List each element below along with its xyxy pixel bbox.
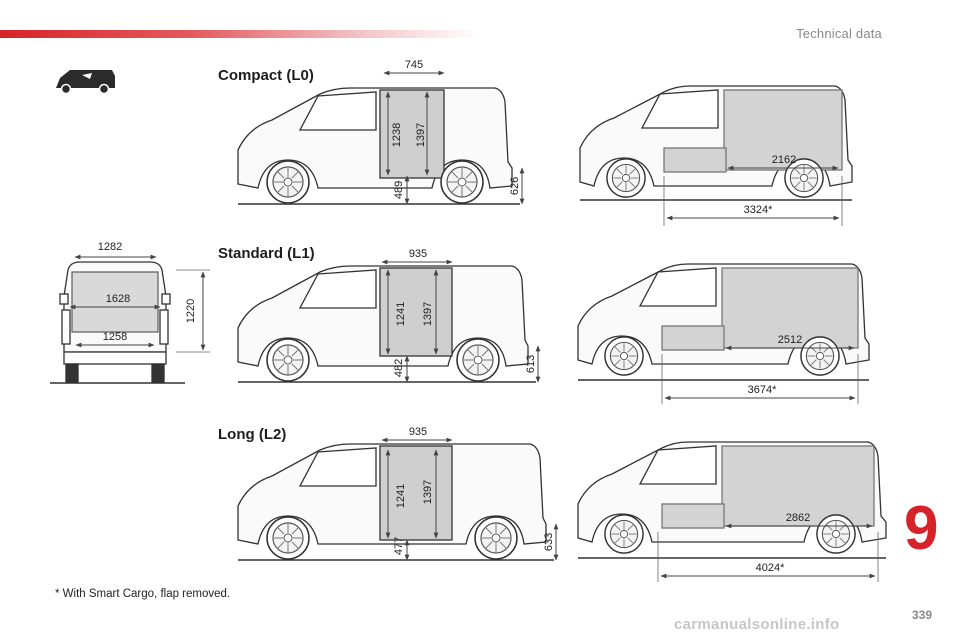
compact-load-length-smart: 3324* — [744, 204, 773, 216]
standard-opening-width: 935 — [409, 248, 427, 260]
variant-title-long: Long (L2) — [218, 426, 287, 443]
rear-max-width: 1628 — [106, 293, 130, 305]
long-opening-height-high: 1397 — [422, 480, 434, 504]
van-load-long — [577, 441, 887, 582]
rear-top-width: 1282 — [98, 241, 122, 253]
long-opening-height-low: 1241 — [395, 484, 407, 508]
standard-opening-height-high: 1397 — [422, 302, 434, 326]
standard-sill-height: 482 — [393, 359, 405, 377]
long-load-length: 2862 — [786, 512, 810, 524]
standard-load-length: 2512 — [778, 334, 802, 346]
long-load-length-smart: 4024* — [756, 562, 785, 574]
rear-door-height: 1220 — [185, 299, 197, 323]
compact-sill-height: 489 — [393, 181, 405, 199]
standard-opening-height-low: 1241 — [395, 302, 407, 326]
standard-load-length-smart: 3674* — [748, 384, 777, 396]
variant-title-standard: Standard (L1) — [218, 245, 315, 262]
van-side-standard — [237, 265, 536, 383]
rear-wheel-arch-width: 1258 — [103, 331, 127, 343]
van-load-compact — [579, 85, 853, 226]
compact-opening-height-low: 1238 — [391, 123, 403, 147]
section-label: Technical data — [796, 26, 882, 41]
footnote: * With Smart Cargo, flap removed. — [55, 588, 231, 600]
standard-floor-height: 613 — [525, 355, 537, 373]
van-side-compact — [237, 87, 520, 205]
page-number: 339 — [912, 608, 933, 622]
compact-opening-width: 745 — [405, 59, 423, 71]
variant-title-compact: Compact (L0) — [218, 67, 314, 84]
header-accent-bar — [0, 30, 480, 38]
chapter-number: 9 — [904, 494, 939, 563]
watermark: carmanualsonline.info — [674, 616, 840, 633]
long-opening-width: 935 — [409, 426, 427, 438]
van-load-standard — [577, 263, 870, 404]
van-side-long — [237, 443, 554, 561]
compact-floor-height: 626 — [509, 177, 521, 195]
compact-opening-height-high: 1397 — [415, 123, 427, 147]
long-floor-height: 633 — [543, 533, 555, 551]
compact-load-length: 2162 — [772, 154, 796, 166]
long-sill-height: 477 — [393, 537, 405, 555]
